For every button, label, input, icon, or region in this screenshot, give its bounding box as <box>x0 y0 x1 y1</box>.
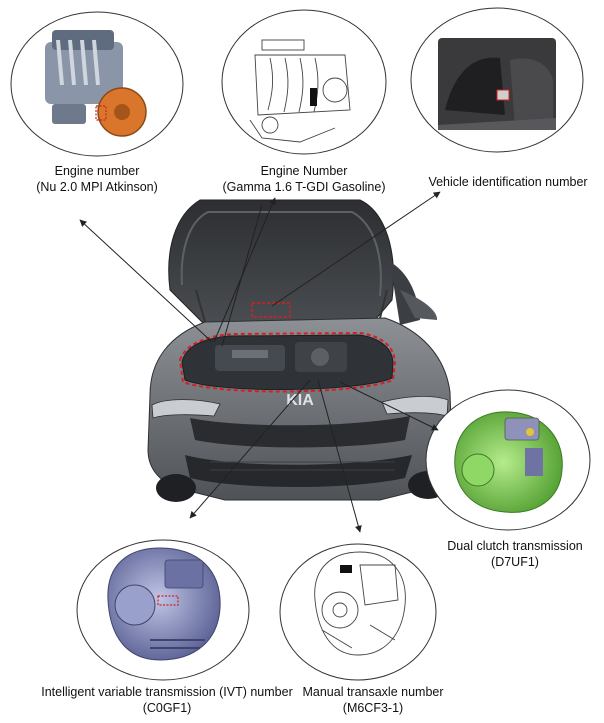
engine-nu-image <box>45 30 147 137</box>
label-ivt: Intelligent variable transmission (IVT) … <box>40 684 294 716</box>
label-ivt-line1: Intelligent variable transmission (IVT) … <box>41 685 293 699</box>
leader-lines <box>79 191 441 533</box>
label-engine-nu-line1: Engine number <box>54 164 140 178</box>
arrow-engine-gamma <box>213 197 276 343</box>
callout-vin <box>410 7 584 153</box>
callout-dct <box>425 389 591 531</box>
label-mt-line2: (M6CF3-1) <box>342 701 404 715</box>
ivt-image <box>107 547 221 661</box>
label-engine-nu: Engine number (Nu 2.0 MPI Atkinson) <box>22 163 172 195</box>
label-engine-nu-line2: (Nu 2.0 MPI Atkinson) <box>36 180 158 194</box>
label-dct: Dual clutch transmission (D7UF1) <box>440 538 590 570</box>
label-mt-line1: Manual transaxle number <box>302 685 444 699</box>
arrow-dct <box>339 381 439 431</box>
car-illustration: KIA <box>147 199 453 502</box>
arrow-engine-gamma-2 <box>221 204 263 347</box>
label-engine-gamma-line2: (Gamma 1.6 T-GDI Gasoline) <box>222 180 386 194</box>
callout-mt <box>279 543 437 681</box>
label-mt: Manual transaxle number (M6CF3-1) <box>298 684 448 716</box>
label-vin: Vehicle identification number <box>424 174 592 190</box>
label-engine-gamma-line1: Engine Number <box>260 164 348 178</box>
callout-ivt <box>76 539 250 681</box>
callout-engine-gamma <box>221 9 387 155</box>
arrow-engine-nu <box>79 219 213 343</box>
label-dct-line2: (D7UF1) <box>491 555 539 569</box>
callout-engine-nu <box>10 11 184 157</box>
label-engine-gamma: Engine Number (Gamma 1.6 T-GDI Gasoline) <box>214 163 394 195</box>
arrow-ivt <box>189 379 311 519</box>
kia-badge: KIA <box>286 392 314 409</box>
arrow-vin <box>271 191 441 307</box>
dct-image <box>454 411 563 513</box>
label-vin-line1: Vehicle identification number <box>428 175 588 189</box>
engine-gamma-image <box>249 39 351 143</box>
mt-image <box>314 551 406 656</box>
label-ivt-line2: (C0GF1) <box>142 701 192 715</box>
vin-interior-image <box>438 38 556 130</box>
arrow-mt <box>317 379 362 533</box>
label-dct-line1: Dual clutch transmission <box>447 539 583 553</box>
